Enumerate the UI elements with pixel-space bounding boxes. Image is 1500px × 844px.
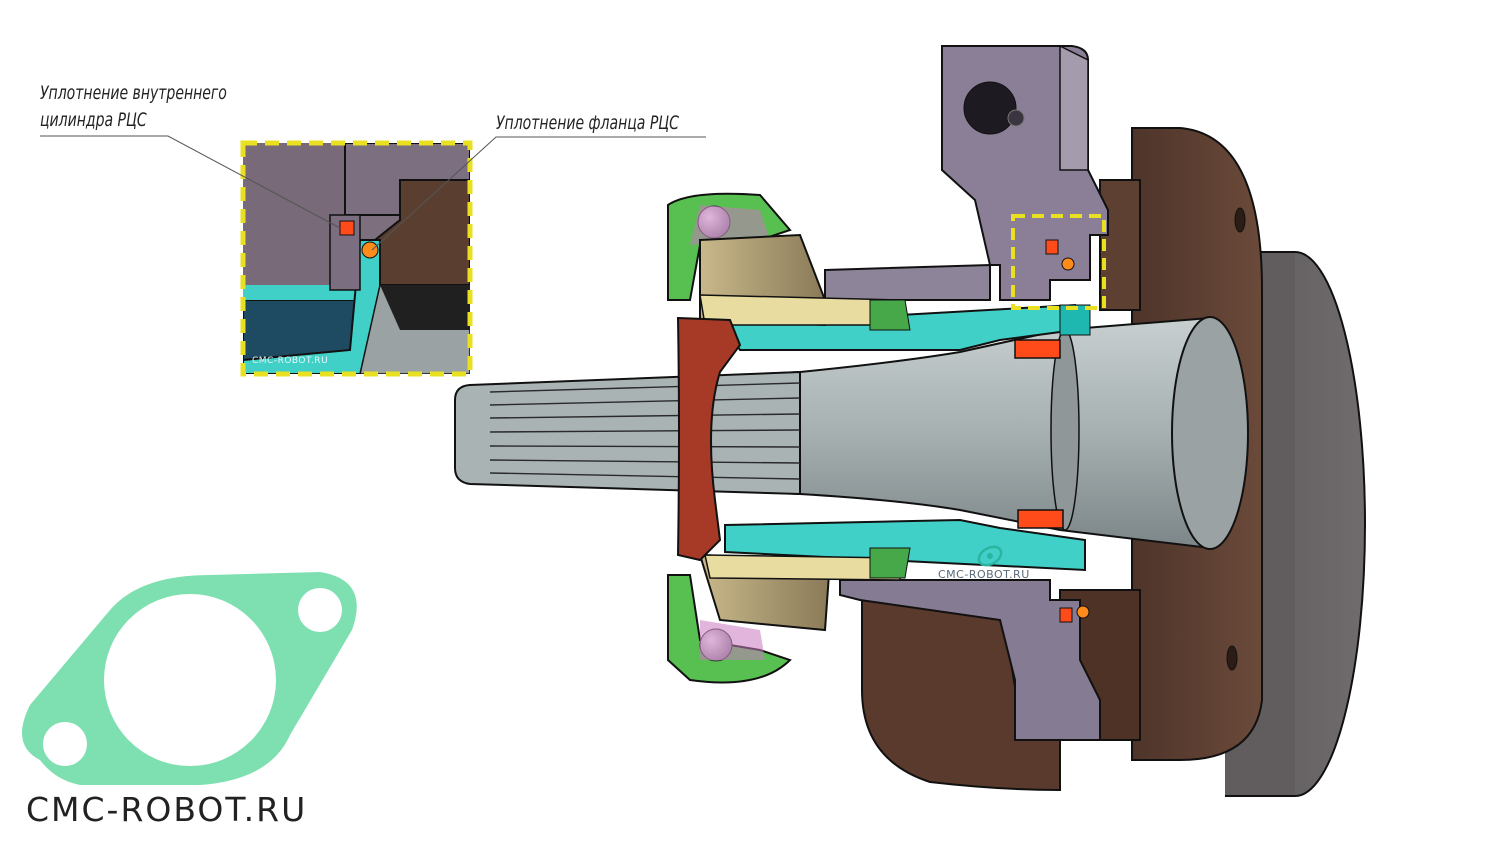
shaft-seals bbox=[1014, 339, 1064, 529]
label-inner-cylinder-seal-line2: цилиндра РЦС bbox=[40, 109, 147, 131]
bearing-sleeve bbox=[698, 233, 911, 632]
bearing bbox=[667, 192, 792, 684]
housing-bracket bbox=[824, 44, 1109, 741]
inset-zoom bbox=[243, 143, 470, 374]
logo-text: CMC-ROBOT.RU bbox=[26, 790, 308, 829]
leader-lines bbox=[40, 135, 706, 251]
shaft bbox=[454, 316, 1249, 550]
logo-icon bbox=[22, 572, 357, 785]
label-inner-cylinder-seal-line1: Уплотнение внутреннего bbox=[40, 82, 227, 104]
watermark-main: CMC-ROBOT.RU bbox=[938, 568, 1030, 581]
label-flange-seal: Уплотнение фланца РЦС bbox=[496, 112, 679, 134]
flange-seals-main bbox=[1045, 239, 1090, 623]
inset-frame bbox=[240, 140, 473, 377]
watermark-inset: CMC-ROBOT.RU bbox=[252, 356, 329, 366]
dust-seal bbox=[676, 316, 742, 562]
highlight-frame-main bbox=[1011, 214, 1106, 310]
watermark-logo-icon bbox=[977, 545, 1003, 567]
